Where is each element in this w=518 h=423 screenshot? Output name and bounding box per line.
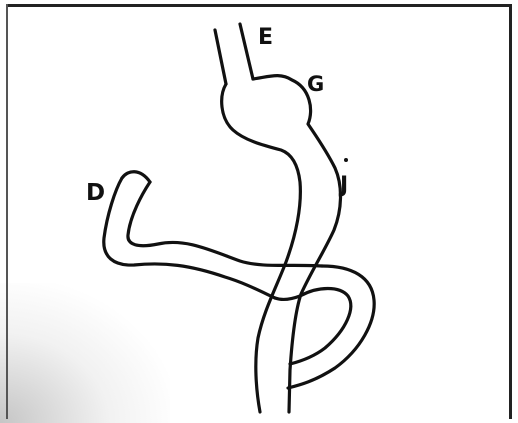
label-d: D bbox=[86, 180, 105, 206]
loop-outer-wall bbox=[288, 266, 374, 388]
limb-d-blind-end bbox=[122, 172, 150, 182]
label-e: E bbox=[258, 25, 273, 50]
label-j: J bbox=[338, 173, 348, 198]
esophagus-left-wall bbox=[215, 30, 226, 84]
label-g: G bbox=[307, 72, 324, 96]
stomach-lower-wall bbox=[222, 84, 301, 412]
j-dot-mark bbox=[344, 158, 348, 162]
esophagus-right-wall bbox=[240, 24, 253, 79]
loop-crossing-lower bbox=[275, 296, 300, 299]
limb-d-inner-wall bbox=[128, 182, 322, 266]
